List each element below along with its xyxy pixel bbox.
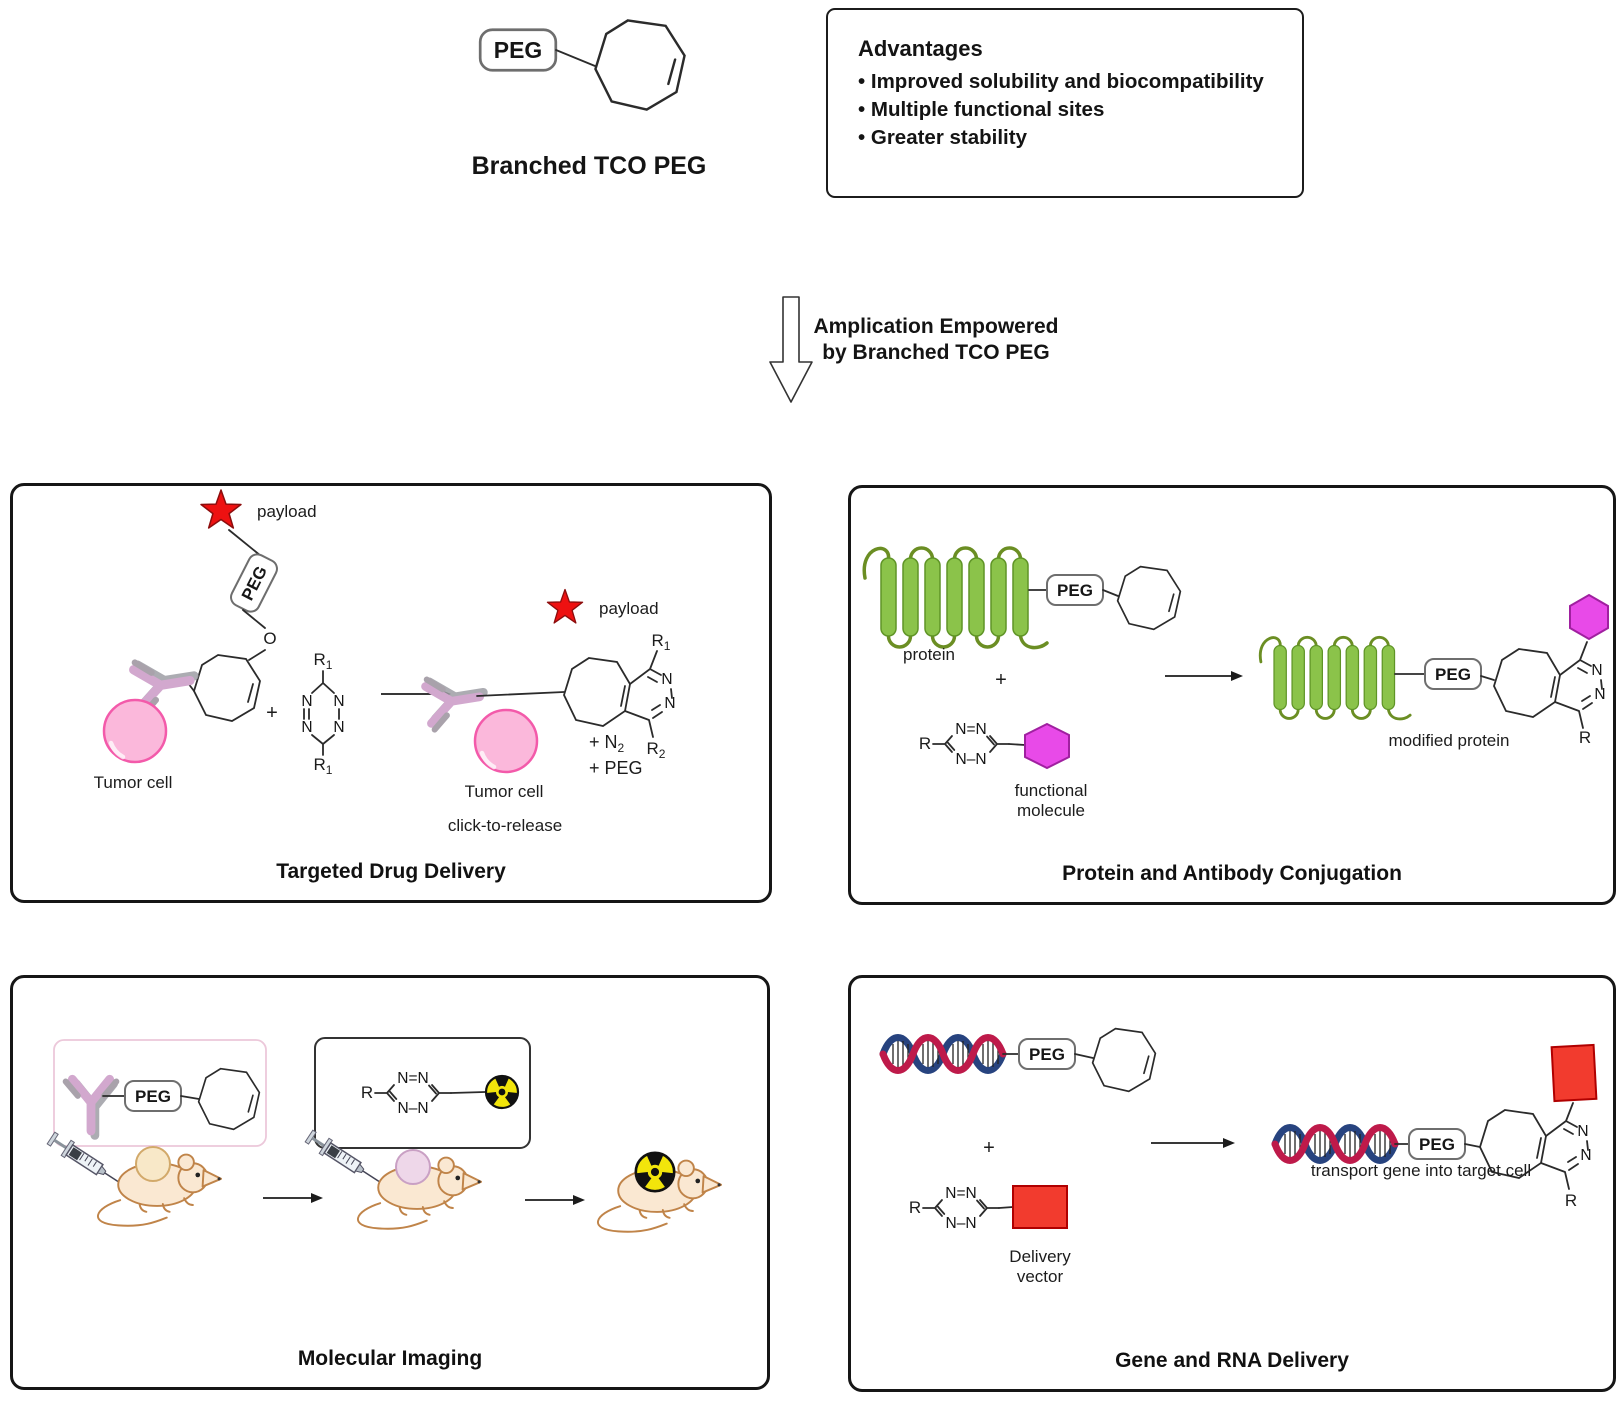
panel-protein-conjugation: protein + R functional molecule R modifi…	[848, 485, 1616, 905]
delivery-vector-rect	[1012, 1185, 1068, 1229]
tco-ring	[193, 654, 261, 722]
gene-delivery-scheme: + R Delivery vector R transport gene int…	[851, 1027, 1598, 1286]
tetrazine	[922, 1184, 1000, 1233]
r1-substituent: R1	[314, 755, 333, 777]
modified-protein-label: modified protein	[1389, 731, 1510, 750]
peg-chip	[1018, 1038, 1076, 1070]
tetrazine	[300, 670, 346, 756]
peg-chip	[226, 550, 282, 616]
delivery-vector-rect	[1550, 1043, 1598, 1103]
bond-line	[555, 49, 596, 67]
panel-title: Protein and Antibody Conjugation	[1062, 862, 1402, 885]
panel-title: Molecular Imaging	[297, 1347, 483, 1370]
payload-label: payload	[599, 599, 659, 618]
tumor-bump	[395, 1149, 431, 1185]
molecule-title: Branched TCO PEG	[471, 152, 707, 180]
tco-ring	[1116, 565, 1182, 631]
payload-star	[200, 489, 242, 529]
tumor-cell	[475, 710, 537, 772]
antibody	[425, 671, 488, 730]
branched-tco-peg-structure	[478, 19, 686, 111]
flow-arrow-caption: Amplication Empowered by Branched TCO PE…	[796, 314, 1076, 366]
r-substituent: R	[1565, 1191, 1577, 1210]
tetrazine	[932, 720, 1010, 769]
dna	[883, 1038, 1003, 1071]
flow-caption-line2: by Branched TCO PEG	[822, 341, 1050, 364]
down-arrow-icon	[769, 296, 813, 403]
payload-star	[546, 588, 584, 624]
r-substituent: R	[1579, 728, 1591, 747]
peg-chip	[478, 28, 558, 72]
tumor-bump	[135, 1146, 171, 1182]
transport-label: transport gene into target cell	[1311, 1161, 1531, 1180]
flow-caption-line1: Amplication Empowered	[813, 315, 1059, 338]
functional-molecule-label: functional	[1015, 781, 1088, 800]
molecular-imaging-scheme: R	[44, 1037, 723, 1233]
functional-molecule-hexagon	[1569, 593, 1609, 641]
peg-chip	[1408, 1128, 1466, 1160]
dna	[1275, 1128, 1395, 1161]
tco-ring	[594, 19, 686, 111]
modified-protein	[1258, 635, 1412, 721]
protein-conjugation-scheme: protein + R functional molecule R modifi…	[862, 546, 1609, 820]
click-to-release-label: click-to-release	[448, 816, 562, 835]
advantages-box: Advantages Improved solubility and bioco…	[826, 8, 1304, 198]
delivery-vector-label: Delivery	[1009, 1247, 1071, 1266]
delivery-vector-label: vector	[1017, 1267, 1064, 1286]
drug-delivery-scheme: payload O Tumor cell + R1 R1 payload Tum…	[94, 489, 677, 835]
plus-sign: +	[266, 702, 278, 724]
panel-molecular-imaging: R Molecular Imaging	[10, 975, 770, 1390]
advantage-item: Greater stability	[858, 124, 1276, 152]
click-product-ring	[563, 650, 677, 738]
peg-chip	[1046, 574, 1104, 606]
byproduct-peg: + PEG	[589, 758, 643, 778]
conjugate-ring	[1493, 641, 1607, 729]
r-substituent: R	[909, 1198, 921, 1217]
functional-molecule-hexagon	[1024, 722, 1070, 770]
protein	[862, 546, 1049, 650]
r-substituent: R	[919, 734, 931, 753]
tumor-cell-label: Tumor cell	[465, 782, 544, 801]
peg-chip	[124, 1080, 182, 1112]
panel-targeted-drug-delivery: payload O Tumor cell + R1 R1 payload Tum…	[10, 483, 772, 903]
plus-sign: +	[995, 669, 1007, 691]
r-substituent: R	[361, 1083, 373, 1102]
panel-title: Gene and RNA Delivery	[1115, 1349, 1349, 1372]
panel-title: Targeted Drug Delivery	[276, 860, 506, 883]
advantage-item: Multiple functional sites	[858, 96, 1276, 124]
byproduct-n2: + N2	[589, 732, 625, 755]
protein-label: protein	[903, 645, 955, 664]
advantages-title: Advantages	[858, 36, 983, 61]
radiolabel	[483, 1074, 521, 1110]
payload-label: payload	[257, 502, 317, 521]
r1-substituent: R1	[652, 631, 671, 653]
panel-gene-rna-delivery: + R Delivery vector R transport gene int…	[848, 975, 1616, 1392]
tracer-box	[314, 1037, 531, 1149]
r2-substituent: R2	[647, 739, 666, 761]
plus-sign: +	[983, 1137, 995, 1159]
r1-substituent: R1	[314, 650, 333, 672]
peg-chip	[1424, 658, 1482, 690]
tumor-cell-label: Tumor cell	[94, 773, 173, 792]
tumor-cell	[104, 700, 166, 762]
tco-ring	[1091, 1027, 1157, 1093]
oxygen-atom: O	[263, 629, 276, 648]
advantage-item: Improved solubility and biocompatibility	[858, 68, 1276, 96]
functional-molecule-label: molecule	[1017, 801, 1085, 820]
radiolabel-signal	[633, 1151, 677, 1193]
